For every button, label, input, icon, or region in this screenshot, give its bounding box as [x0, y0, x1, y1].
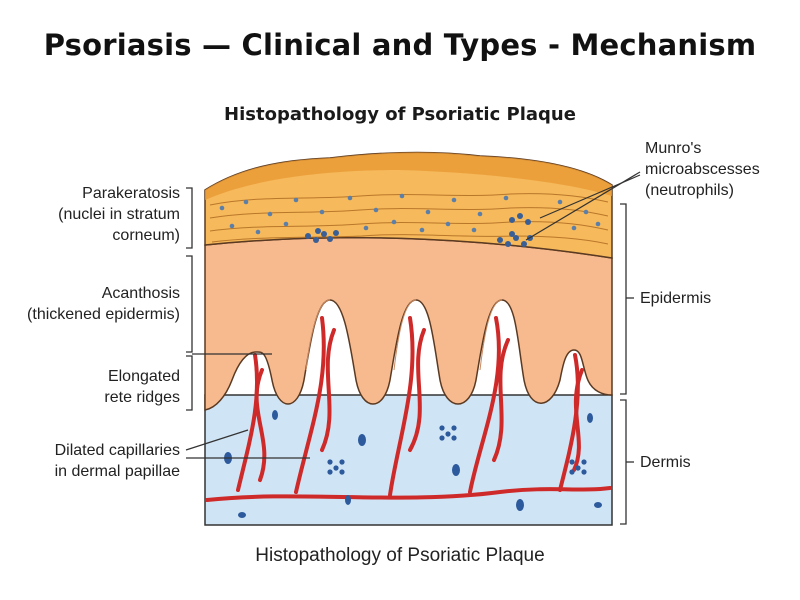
diagram-caption: Histopathology of Psoriatic Plaque	[255, 545, 545, 566]
diagram-subtitle: Histopathology of Psoriatic Plaque	[224, 104, 576, 125]
right-brackets	[620, 203, 634, 525]
dermal-capillaries	[205, 316, 612, 502]
label-rete-ridges: Elongated rete ridges	[104, 368, 180, 406]
left-brackets	[186, 187, 193, 411]
munro-microabscess-cluster	[305, 213, 533, 247]
munro-pointer-lines	[525, 171, 641, 241]
label-acanthosis: Acanthosis (thickened epidermis)	[27, 285, 180, 323]
label-epidermis: Epidermis	[640, 290, 712, 307]
label-dilated-capillaries: Dilated capillaries in dermal papillae	[54, 442, 180, 480]
epidermis-layer	[204, 236, 613, 411]
label-dermis: Dermis	[640, 454, 691, 471]
page-title: Psoriasis — Clinical and Types - Mechani…	[43, 28, 757, 62]
label-parakeratosis: Parakeratosis (nuclei in stratum corneum…	[58, 185, 180, 244]
label-munro-microabscesses: Munro's microabscesses (neutrophils)	[645, 140, 760, 199]
left-pointer-lines	[185, 353, 310, 459]
